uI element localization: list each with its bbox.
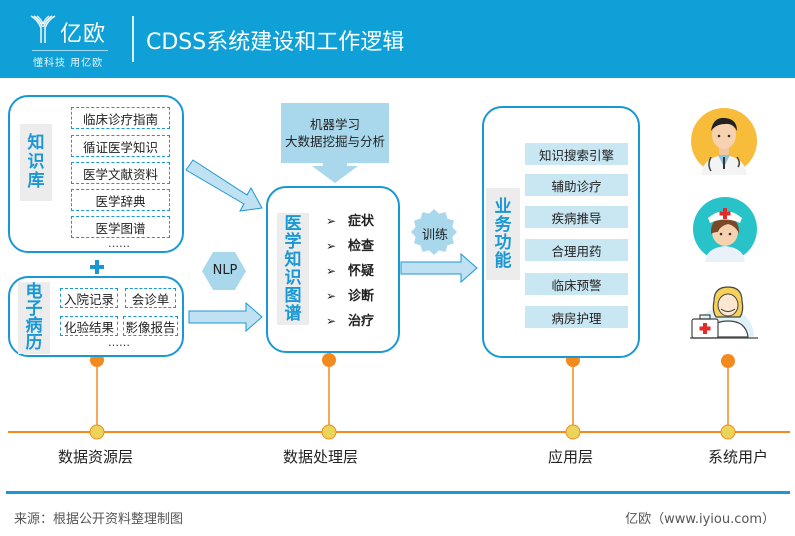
footer-brand: 亿欧（www.iyiou.com） xyxy=(625,512,775,527)
kg-to-business-arrow xyxy=(400,252,478,284)
bullet-arrow-icon: ➢ xyxy=(326,239,337,253)
bullet-arrow-icon: ➢ xyxy=(326,264,337,278)
timeline-axis-dot xyxy=(720,424,736,440)
emr-more: …… xyxy=(108,336,130,349)
page-title: CDSS系统建设和工作逻辑 xyxy=(146,30,405,55)
ml-line2: 大数据挖掘与分析 xyxy=(284,134,385,149)
function-item: 疾病推导 xyxy=(525,206,628,228)
ml-line1: 机器学习 xyxy=(309,117,360,132)
knowledge-base-panel: 知识库 临床诊疗指南 循证医学知识 医学文献资料 医学辞典 医学图谱 …… xyxy=(8,95,184,253)
kb-item: 临床诊疗指南 xyxy=(71,107,170,129)
training-label: 训练 xyxy=(421,228,448,243)
kb-item: 医学图谱 xyxy=(71,216,170,238)
emr-item: 化验结果 xyxy=(60,316,118,336)
function-item: 临床预警 xyxy=(525,273,628,295)
nlp-hexagon xyxy=(202,252,246,290)
kg-item: ➢诊断 xyxy=(326,289,375,304)
business-functions-label: 业务功能 xyxy=(486,188,520,280)
timeline-nodes xyxy=(89,353,736,440)
footer-divider xyxy=(6,491,790,494)
timeline-top-dot xyxy=(721,354,735,368)
logo-divider xyxy=(32,50,108,51)
logo: 亿欧 懂科技 用亿欧 xyxy=(30,12,115,69)
plus-icon xyxy=(90,260,104,274)
kb-item: 医学文献资料 xyxy=(71,162,170,184)
bullet-arrow-icon: ➢ xyxy=(326,314,337,328)
emr-to-kg-arrow xyxy=(188,301,263,333)
logo-slogan: 懂科技 用亿欧 xyxy=(33,58,104,69)
bullet-arrow-icon: ➢ xyxy=(326,289,337,303)
training-star-badge xyxy=(411,209,457,255)
kg-item: ➢怀疑 xyxy=(326,264,375,279)
nurse-avatar-icon xyxy=(693,197,757,262)
footer-source: 来源：根据公开资料整理制图 xyxy=(14,512,184,527)
knowledge-graph-list: ➢症状 ➢检查 ➢怀疑 ➢诊断 ➢治疗 xyxy=(326,213,374,338)
layer-label-data-processing: 数据处理层 xyxy=(283,448,359,466)
bullet-arrow-icon: ➢ xyxy=(326,214,337,228)
kb-item: 医学辞典 xyxy=(71,189,170,211)
ml-box: 机器学习 大数据挖掘与分析 xyxy=(281,103,389,163)
kg-item: ➢治疗 xyxy=(326,314,375,329)
logo-mark-icon xyxy=(30,15,56,43)
function-item: 病房护理 xyxy=(525,306,628,328)
knowledge-base-label: 知识库 xyxy=(20,124,52,201)
doctor-avatar-icon xyxy=(691,108,757,175)
knowledge-graph-label: 医学知识图谱 xyxy=(277,213,309,325)
timeline-axis-dot xyxy=(89,424,105,440)
emr-panel: 电子病历 入院记录 会诊单 化验结果 影像报告 …… xyxy=(8,276,184,357)
layer-label-data-resource: 数据资源层 xyxy=(58,448,134,466)
emr-item: 入院记录 xyxy=(60,288,118,308)
logo-name: 亿欧 xyxy=(60,22,107,47)
nlp-label: NLP xyxy=(212,263,238,278)
ml-to-kg-arrow xyxy=(312,163,358,183)
timeline-axis-dot xyxy=(565,424,581,440)
kg-item: ➢症状 xyxy=(326,214,375,229)
emr-item: 影像报告 xyxy=(123,316,178,336)
medic-avatar-icon xyxy=(690,286,758,339)
emr-label: 电子病历 xyxy=(18,282,50,354)
function-item: 知识搜索引擎 xyxy=(525,143,628,165)
layer-label-system-users: 系统用户 xyxy=(708,448,769,466)
knowledge-graph-panel: 医学知识图谱 xyxy=(266,186,400,353)
kb-to-kg-arrow xyxy=(185,159,263,212)
emr-item: 会诊单 xyxy=(125,288,176,308)
function-item: 合理用药 xyxy=(525,239,628,261)
function-item: 辅助诊疗 xyxy=(525,174,628,196)
header-banner: 亿欧 懂科技 用亿欧 CDSS系统建设和工作逻辑 xyxy=(0,0,795,78)
timeline-top-dot xyxy=(322,353,336,367)
kb-item: 循证医学知识 xyxy=(71,135,170,157)
kb-more: …… xyxy=(108,237,130,250)
layer-label-application: 应用层 xyxy=(548,448,594,466)
kg-item: ➢检查 xyxy=(326,239,375,254)
header-divider xyxy=(132,16,134,62)
timeline-axis-dot xyxy=(321,424,337,440)
